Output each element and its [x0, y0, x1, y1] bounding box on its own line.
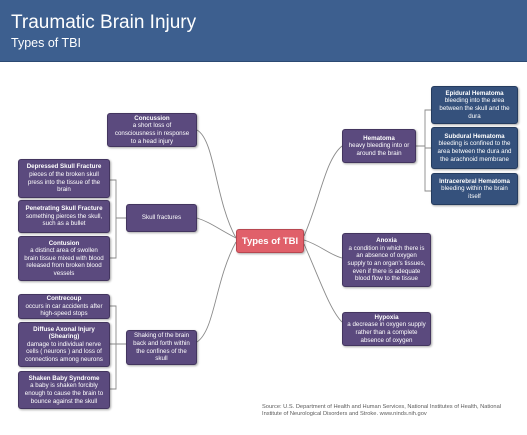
node-contusion-desc: a distinct area of swollen brain tissue … [24, 247, 104, 277]
node-depressed-desc: pieces of the broken skull press into th… [27, 170, 101, 194]
source-citation: Source: U.S. Department of Health and Hu… [262, 404, 501, 418]
node-epidural-hematoma: Epidural Hematoma bleeding into the area… [431, 86, 518, 124]
center-node-label: Types of TBI [241, 235, 299, 247]
link-center-hypoxia [303, 243, 343, 323]
node-depressed-title: Depressed Skull Fracture [26, 163, 102, 171]
node-anoxia-title: Anoxia [376, 237, 397, 245]
node-depressed-skull-fracture: Depressed Skull Fracture pieces of the b… [18, 159, 110, 198]
node-concussion-title: Concussion [134, 114, 170, 122]
node-contusion-title: Contusion [48, 239, 80, 247]
node-epidural-desc: bleeding into the area between the skull… [439, 97, 510, 120]
link-skull-bracket [110, 179, 126, 259]
node-shaken-desc: a baby is shaken forcibly enough to caus… [24, 382, 104, 405]
node-hypoxia-title: Hypoxia [374, 313, 399, 321]
center-node-types-of-tbi: Types of TBI [236, 229, 304, 253]
header-banner: Traumatic Brain Injury Types of TBI [0, 0, 527, 62]
node-diffuse-axonal-injury: Diffuse Axonal Injury (Shearing) damage … [18, 322, 110, 367]
node-diffuse-desc: damage to individual nerve cells ( neuro… [25, 340, 103, 363]
link-center-shaking [196, 241, 237, 343]
node-hematoma-desc: heavy bleeding into or around the brain [348, 142, 410, 157]
node-hypoxia-desc: a decrease in oxygen supply rather than … [347, 321, 426, 344]
node-anoxia: Anoxia a condition in which there is an … [342, 233, 431, 287]
node-hematoma: Hematoma heavy bleeding into or around t… [342, 129, 416, 163]
node-shaken-title: Shaken Baby Syndrome [28, 374, 100, 382]
node-contusion: Contusion a distinct area of swollen bra… [18, 236, 110, 281]
node-shaking: Shaking of the brain back and forth with… [126, 330, 197, 365]
link-shaking-bracket [110, 305, 126, 390]
node-contrecoup-title: Contrecoup [46, 295, 82, 303]
link-hematoma-bracket [416, 109, 431, 192]
node-subdural-desc: bleeding is confined to the area between… [437, 140, 512, 163]
node-skull-fractures-title: Skull fractures [141, 214, 182, 222]
page-title: Traumatic Brain Injury [11, 12, 197, 33]
node-shaking-title: Shaking of the brain back and forth with… [133, 332, 190, 363]
page-subtitle: Types of TBI [11, 36, 81, 50]
node-contrecoup-desc: occurs in car accidents after high-speed… [25, 302, 103, 318]
node-hypoxia: Hypoxia a decrease in oxygen supply rath… [342, 312, 431, 346]
node-intracerebral-title: Intracerebral Hematoma [439, 177, 510, 185]
node-concussion: Concussion a short loss of consciousness… [107, 113, 197, 147]
node-penetrating-title: Penetrating Skull Fracture [25, 205, 103, 213]
link-center-anoxia [303, 239, 343, 259]
node-penetrating-skull-fracture: Penetrating Skull Fracture something pie… [18, 200, 110, 233]
node-shaken-baby-syndrome: Shaken Baby Syndrome a baby is shaken fo… [18, 371, 110, 409]
node-penetrating-desc: something pierces the skull, such as a b… [25, 212, 103, 228]
node-hematoma-title: Hematoma [363, 134, 395, 142]
node-subdural-hematoma: Subdural Hematoma bleeding is confined t… [431, 127, 518, 169]
node-contrecoup: Contrecoup occurs in car accidents after… [18, 294, 110, 319]
link-center-hematoma [303, 145, 343, 237]
node-epidural-title: Epidural Hematoma [445, 89, 504, 97]
link-center-skull [196, 217, 237, 239]
node-intracerebral-hematoma: Intracerebral Hematoma bleeding within t… [431, 173, 518, 205]
link-center-concussion [196, 129, 237, 239]
node-intracerebral-desc: bleeding within the brain itself [441, 185, 508, 200]
node-diffuse-title: Diffuse Axonal Injury (Shearing) [33, 325, 95, 341]
node-anoxia-desc: a condition in which there is an absence… [347, 244, 426, 283]
node-concussion-desc: a short loss of consciousness in respons… [114, 122, 190, 145]
node-skull-fractures: Skull fractures [126, 204, 197, 232]
node-subdural-title: Subdural Hematoma [444, 132, 505, 140]
